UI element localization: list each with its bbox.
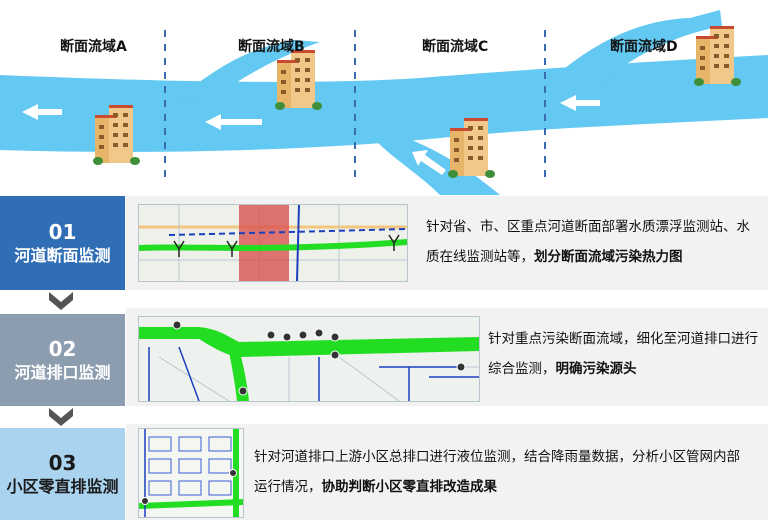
step-title: 小区零直排监测 bbox=[6, 477, 119, 496]
step-01-panel: 针对省、市、区重点河道断面部署水质漂浮监测站、水质在线监测站等，划分断面流域污染… bbox=[126, 196, 768, 290]
pipe-network-map-graphic bbox=[139, 429, 243, 517]
river-illustration bbox=[0, 10, 768, 195]
step-02-tab: 02 河道排口监测 bbox=[0, 314, 125, 406]
step-03-tab: 03 小区零直排监测 bbox=[0, 428, 125, 520]
step-number: 01 bbox=[48, 220, 77, 244]
outfall-map-graphic bbox=[139, 317, 479, 401]
section-label-c: 断面流域C bbox=[422, 39, 489, 55]
step-description-highlight: 协助判断小区零直排改造成果 bbox=[321, 479, 498, 495]
section-label-d: 断面流域D bbox=[610, 39, 678, 55]
step-description-text: 针对省、市、区重点河道断面部署水质漂浮监测站、水质在线监测站等， bbox=[426, 219, 750, 265]
river-outfall-map bbox=[138, 316, 480, 402]
step-01-tab: 01 河道断面监测 bbox=[0, 196, 125, 290]
chevron-down-icon bbox=[49, 408, 73, 426]
flow-arrow-icon bbox=[412, 150, 446, 175]
flow-arrow-icon bbox=[560, 95, 600, 111]
building-icon bbox=[694, 26, 741, 86]
building-icon bbox=[93, 105, 140, 165]
river-section-heatmap-map bbox=[138, 204, 408, 282]
step-number: 03 bbox=[48, 451, 77, 475]
river-main bbox=[0, 55, 768, 152]
river-branch-c bbox=[375, 132, 500, 195]
step-03-panel: 针对河道排口上游小区总排口进行液位监测，结合降雨量数据，分析小区管网内部运行情况… bbox=[126, 424, 768, 520]
step-03-description: 针对河道排口上游小区总排口进行液位监测，结合降雨量数据，分析小区管网内部运行情况… bbox=[254, 442, 744, 502]
step-title: 河道排口监测 bbox=[14, 363, 111, 382]
section-label-a: 断面流域A bbox=[60, 39, 127, 55]
heatmap-map-graphic bbox=[139, 205, 407, 281]
step-02-description: 针对重点污染断面流域，细化至河道排口进行综合监测，明确污染源头 bbox=[488, 324, 760, 384]
step-02-panel: 针对重点污染断面流域，细化至河道排口进行综合监测，明确污染源头 bbox=[126, 308, 768, 406]
flow-arrow-icon bbox=[205, 114, 262, 130]
step-description-text: 针对河道排口上游小区总排口进行液位监测，结合降雨量数据，分析小区管网内部运行情况… bbox=[254, 449, 740, 495]
section-label-b: 断面流域B bbox=[238, 39, 305, 55]
step-number: 02 bbox=[48, 337, 77, 361]
step-description-highlight: 划分断面流域污染热力图 bbox=[534, 249, 683, 265]
step-description-highlight: 明确污染源头 bbox=[555, 361, 637, 377]
river-branch-b bbox=[175, 40, 320, 104]
step-title: 河道断面监测 bbox=[14, 246, 111, 265]
flow-arrow-icon bbox=[22, 104, 62, 120]
chevron-down-icon bbox=[49, 292, 73, 310]
step-01-description: 针对省、市、区重点河道断面部署水质漂浮监测站、水质在线监测站等，划分断面流域污染… bbox=[426, 212, 756, 272]
step-description-text: 针对重点污染断面流域，细化至河道排口进行综合监测， bbox=[488, 331, 758, 377]
building-icon bbox=[448, 118, 495, 178]
river-branch-d bbox=[560, 10, 722, 82]
building-icon bbox=[275, 50, 322, 110]
community-pipe-network-map bbox=[138, 428, 244, 518]
